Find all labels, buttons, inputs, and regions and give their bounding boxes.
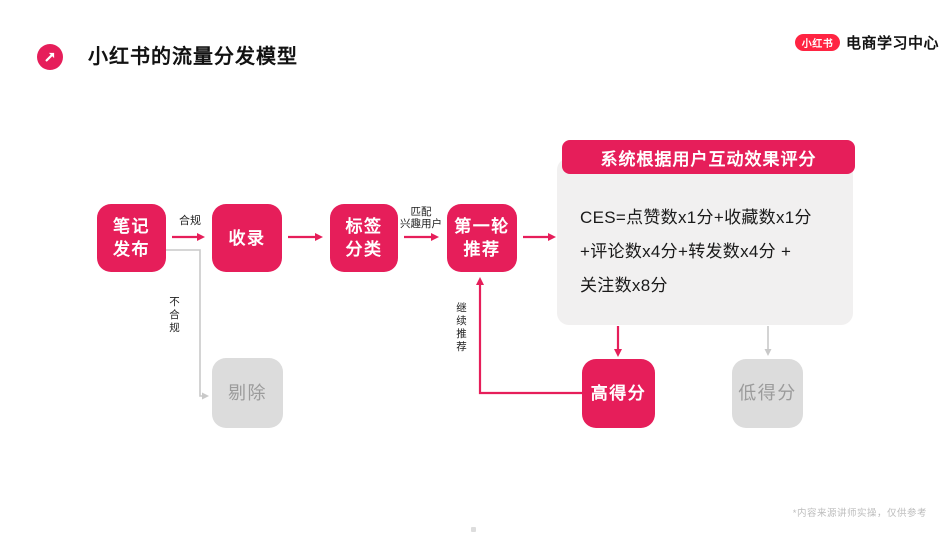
node-low-score: 低得分 <box>732 359 803 428</box>
edge-label-continue-recommend: 继续推荐 <box>456 302 467 353</box>
trend-arrow-icon <box>37 44 63 70</box>
node-label-line: 标签 <box>345 217 383 236</box>
arrow-publish-to-removed <box>166 249 209 400</box>
score-panel <box>557 158 853 325</box>
node-label-line: 高得分 <box>590 384 647 403</box>
node-label-line: 收录 <box>228 228 266 248</box>
node-note-publish: 笔记 发布 <box>97 204 166 272</box>
edge-label-line: 兴趣用户 <box>400 218 442 230</box>
page-indicator-dot <box>471 527 476 532</box>
ces-formula-line: 关注数x8分 <box>580 276 668 295</box>
arrow-high-score-loop-to-first-round <box>476 277 582 395</box>
edge-label-match-interest: 匹配兴趣用户 <box>392 206 450 230</box>
node-removed: 剔除 <box>212 358 283 428</box>
node-first-round-recommend: 第一轮 推荐 <box>447 204 517 272</box>
footnote: *内容来源讲师实操，仅供参考 <box>792 508 927 519</box>
edge-label-compliant: 合规 <box>179 215 201 227</box>
page-title: 小红书的流量分发模型 <box>88 46 298 68</box>
brand-name: 电商学习中心 <box>846 34 940 52</box>
brand-logo: 小红书 电商学习中心 <box>795 33 940 52</box>
node-label-line: 发布 <box>113 240 150 259</box>
edge-label-line: 匹配 <box>410 206 432 218</box>
ces-formula-line: CES=点赞数x1分+收藏数x1分 <box>580 208 812 227</box>
ces-formula: CES=点赞数x1分+收藏数x1分 +评论数x4分+转发数x4分 + 关注数x8… <box>580 201 842 303</box>
node-label-line: 剔除 <box>228 382 267 403</box>
edge-label-non-compliant: 不合规 <box>169 296 180 334</box>
node-label-line: 推荐 <box>463 240 501 259</box>
node-label-line: 分类 <box>345 240 383 259</box>
node-indexed: 收录 <box>212 204 282 272</box>
ces-formula-line: +评论数x4分+转发数x4分 + <box>580 242 792 261</box>
node-tag-classify: 标签 分类 <box>330 204 398 272</box>
node-label-line: 低得分 <box>738 383 797 403</box>
node-label-line: 笔记 <box>113 217 150 236</box>
node-label-line: 第一轮 <box>454 217 510 236</box>
xiaohongshu-logo-badge: 小红书 <box>795 33 840 51</box>
node-high-score: 高得分 <box>582 359 655 428</box>
score-panel-title: 系统根据用户互动效果评分 <box>562 140 855 174</box>
